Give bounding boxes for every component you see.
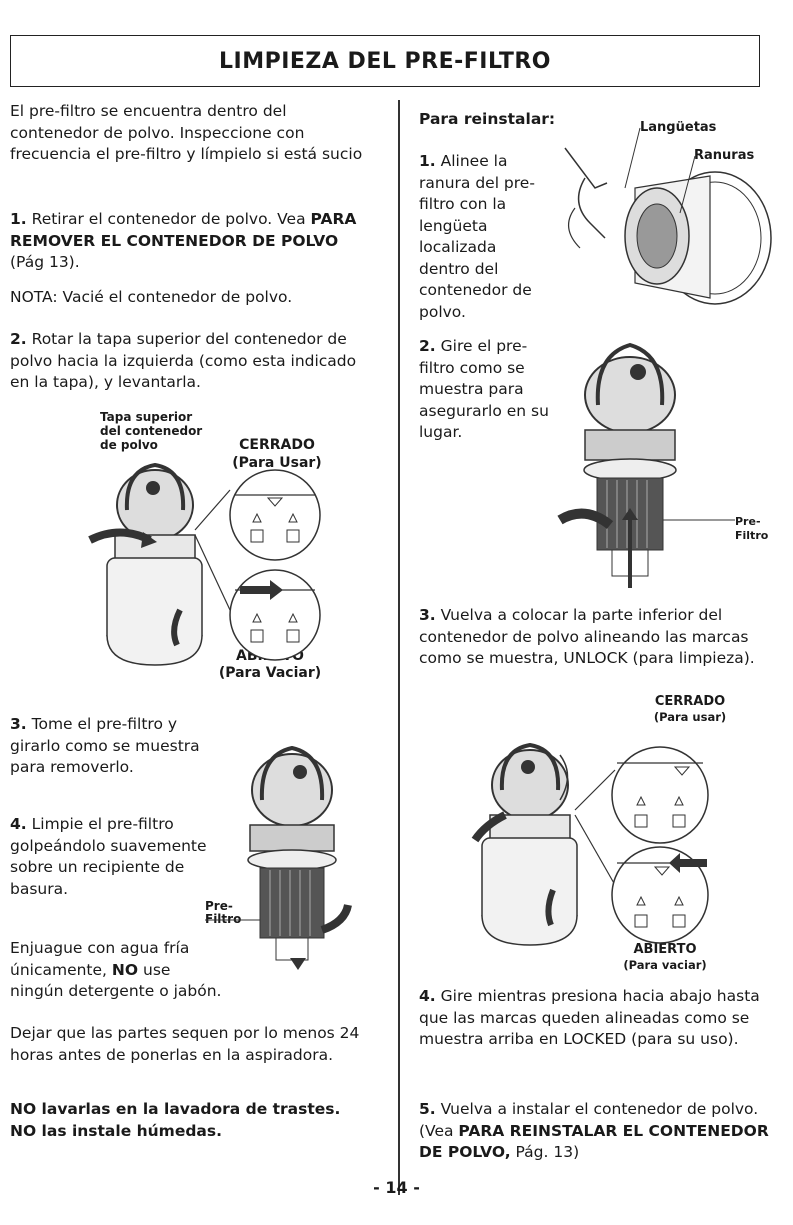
reinstall-step-3: 3. Vuelva a colocar la parte inferior de…	[419, 605, 789, 670]
reinstall-step-2: 2. Gire el pre-filtro como se muestra pa…	[419, 336, 559, 444]
fig3-slots-label: Ranuras	[694, 148, 755, 163]
step-3-number: 3.	[10, 715, 27, 733]
reinstall-step-4-text: Gire mientras presiona hacia abajo hasta…	[419, 987, 760, 1048]
reinstall-step-4-number: 4.	[419, 987, 436, 1005]
dust-cup-lid-illustration	[88, 462, 321, 666]
page-number: - 14 -	[373, 1178, 420, 1197]
prefilter-removal-illustration	[205, 745, 352, 970]
reinstall-heading: Para reinstalar:	[419, 110, 556, 128]
rinse-text-a: Enjuague con agua fría únicamente,	[10, 939, 190, 979]
fig5-closed-sub: (Para usar)	[653, 710, 727, 724]
reinstall-step-5-bold-ref: PARA REINSTALAR EL CONTENEDOR DE POLVO,	[419, 1121, 769, 1162]
reinstall-step-5: 5. Vuelva a instalar el contenedor de po…	[419, 1099, 789, 1164]
dry-instructions: Dejar que las partes sequen por lo menos…	[10, 1024, 360, 1064]
reinstall-step-1: 1. Alinee la ranura del pre-filtro con l…	[419, 151, 541, 323]
step-1-bold-ref: PARA REMOVER EL CONTENEDOR DE POLVO	[10, 210, 357, 250]
reinstall-step-3-text: Vuelva a colocar la parte inferior del c…	[419, 606, 755, 667]
reinstall-step-2-number: 2.	[419, 337, 436, 355]
step-4: 4. Limpie el pre-filtro golpeándolo suav…	[10, 814, 210, 900]
fig1-closed-sub: (Para Usar)	[232, 455, 322, 471]
dust-cup-bottom-illustration	[471, 742, 709, 946]
rinse-instructions: Enjuague con agua fría únicamente, NO us…	[10, 938, 225, 1003]
fig4-prefilter-label: Pre-Filtro	[735, 515, 769, 542]
fig5-closed-label: CERRADO	[654, 694, 726, 709]
column-divider	[398, 100, 400, 1195]
rinse-no: NO	[111, 960, 139, 979]
reinstall-step-5-number: 5.	[419, 1100, 436, 1118]
step-4-text: Limpie el pre-filtro golpeándolo suaveme…	[10, 815, 207, 898]
fig5-open-label: ABIERTO	[633, 942, 697, 957]
step-1-page-ref: (Pág 13).	[10, 253, 80, 271]
reinstall-step-1-text: Alinee la ranura del pre-filtro con la l…	[419, 152, 535, 321]
step-2-text: Rotar la tapa superior del contenedor de…	[10, 330, 357, 391]
step-4-number: 4.	[10, 815, 27, 833]
note: NOTA: Vacié el contenedor de polvo.	[10, 288, 293, 306]
step-1-number: 1.	[10, 210, 27, 228]
step-2: 2. Rotar la tapa superior del contenedor…	[10, 329, 372, 394]
step-1-text: Retirar el contenedor de polvo. Vea	[31, 210, 306, 228]
fig5-open-sub: (Para vaciar)	[623, 958, 707, 972]
intro-paragraph: El pre-filtro se encuentra dentro del co…	[10, 102, 363, 163]
prefilter-lock-illustration	[557, 342, 735, 588]
step-1: 1. Retirar el contenedor de polvo. Vea P…	[10, 209, 365, 274]
reinstall-step-5-page-ref: Pág. 13)	[515, 1143, 580, 1161]
rinse-text-b: use ningún detergente o jabón.	[10, 960, 222, 1001]
reinstall-step-1-number: 1.	[419, 152, 436, 170]
step-2-number: 2.	[10, 330, 27, 348]
page-title-box: LIMPIEZA DEL PRE-FILTRO	[10, 35, 760, 87]
step-3: 3. Tome el pre-filtro y girarlo como se …	[10, 714, 210, 779]
fig1-closed-label: CERRADO	[239, 437, 315, 453]
warning-dishwasher: NO lavarlas en la lavadora de trastes.	[10, 1100, 341, 1118]
step-3-text: Tome el pre-filtro y girarlo como se mue…	[10, 715, 200, 776]
reinstall-step-3-number: 3.	[419, 606, 436, 624]
fig1-lid-label: Tapa superior del contenedor de polvo	[100, 410, 203, 452]
fig1-open-sub: (Para Vaciar)	[218, 665, 322, 681]
page-title: LIMPIEZA DEL PRE-FILTRO	[218, 48, 551, 74]
warning-wet: NO las instale húmedas.	[10, 1122, 223, 1140]
reinstall-step-4: 4. Gire mientras presiona hacia abajo ha…	[419, 986, 789, 1051]
prefilter-alignment-illustration	[564, 127, 772, 305]
reinstall-step-2-text: Gire el pre-filtro como se muestra para …	[419, 337, 549, 441]
fig3-tabs-label: Langüetas	[640, 120, 717, 135]
fig2-prefilter-label: Pre-Filtro	[205, 899, 242, 926]
reinstall-step-5-text: Vuelva a instalar el contenedor de polvo…	[419, 1100, 759, 1140]
